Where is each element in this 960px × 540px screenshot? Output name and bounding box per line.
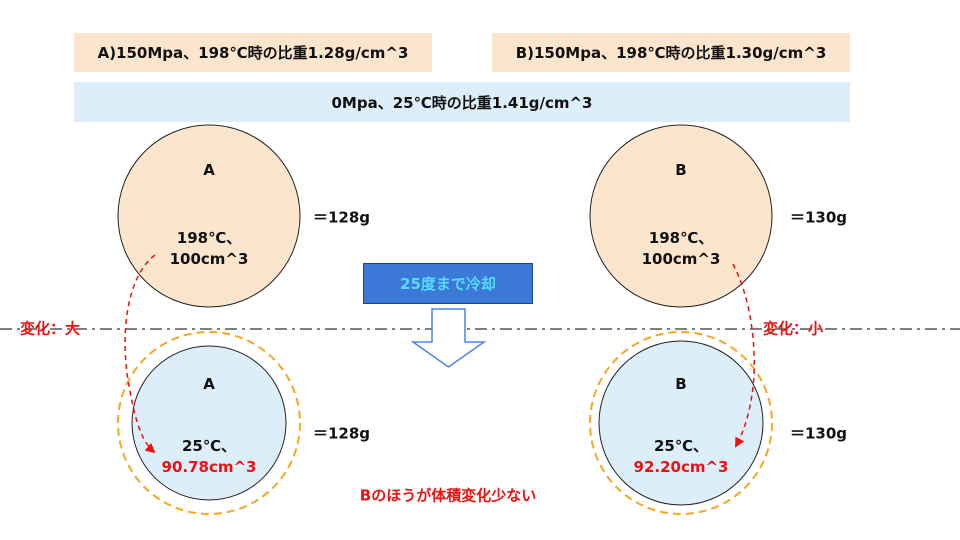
condition-a-box: A)150Mpa、198℃時の比重1.28g/cm^3 — [74, 33, 432, 72]
sample-b-original-size-ring — [589, 331, 773, 515]
sample-b-hot-name: B — [675, 161, 687, 179]
cool-to-25-label: 25度まで冷却 — [363, 263, 533, 304]
sample-b-cold-temp: 25℃、 — [653, 437, 709, 455]
down-arrow-icon — [410, 308, 487, 368]
condition-b-text: B)150Mpa、198℃時の比重1.30g/cm^3 — [515, 44, 827, 62]
reference-density-box: 0Mpa、25℃時の比重1.41g/cm^3 — [74, 82, 850, 122]
sample-a-change-label: 変化：大 — [20, 319, 81, 338]
sample-b-cold-name: B — [675, 375, 687, 393]
sample-a-hot-name: A — [203, 161, 215, 179]
conclusion-text: Bのほうが体積変化少ない — [359, 486, 537, 505]
sample-a-cold-mass: ＝128g — [313, 424, 371, 443]
sample-a-hot-circle — [117, 124, 301, 308]
sample-a-hot-mass: ＝128g — [313, 208, 371, 227]
sample-b-hot-circle — [589, 124, 773, 308]
sample-b-hot-temp: 198℃、 — [648, 229, 714, 247]
sample-b-change-arrow — [732, 263, 755, 448]
sample-b-cold-mass: ＝130g — [790, 424, 848, 443]
condition-a-text: A)150Mpa、198℃時の比重1.28g/cm^3 — [97, 44, 409, 62]
sample-b-cold-volume: 92.20cm^3 — [633, 458, 729, 476]
sample-b-cold-circle — [598, 340, 764, 506]
cool-to-25-text: 25度まで冷却 — [400, 275, 496, 293]
sample-b-change-label: 変化：小 — [763, 319, 824, 338]
reference-density-text: 0Mpa、25℃時の比重1.41g/cm^3 — [331, 93, 593, 112]
sample-b-hot-mass: ＝130g — [790, 208, 848, 227]
sample-b-hot-volume: 100cm^3 — [641, 250, 721, 268]
sample-a-hot-temp: 198℃、 — [176, 229, 242, 247]
sample-a-cold-volume: 90.78cm^3 — [161, 458, 257, 476]
sample-a-original-size-ring — [117, 331, 301, 515]
sample-a-cold-temp: 25℃、 — [181, 437, 237, 455]
sample-a-change-arrow — [124, 254, 156, 454]
sample-a-hot-volume: 100cm^3 — [169, 250, 249, 268]
condition-b-box: B)150Mpa、198℃時の比重1.30g/cm^3 — [492, 33, 850, 72]
sample-a-cold-circle — [131, 345, 287, 501]
sample-a-cold-name: A — [203, 375, 215, 393]
